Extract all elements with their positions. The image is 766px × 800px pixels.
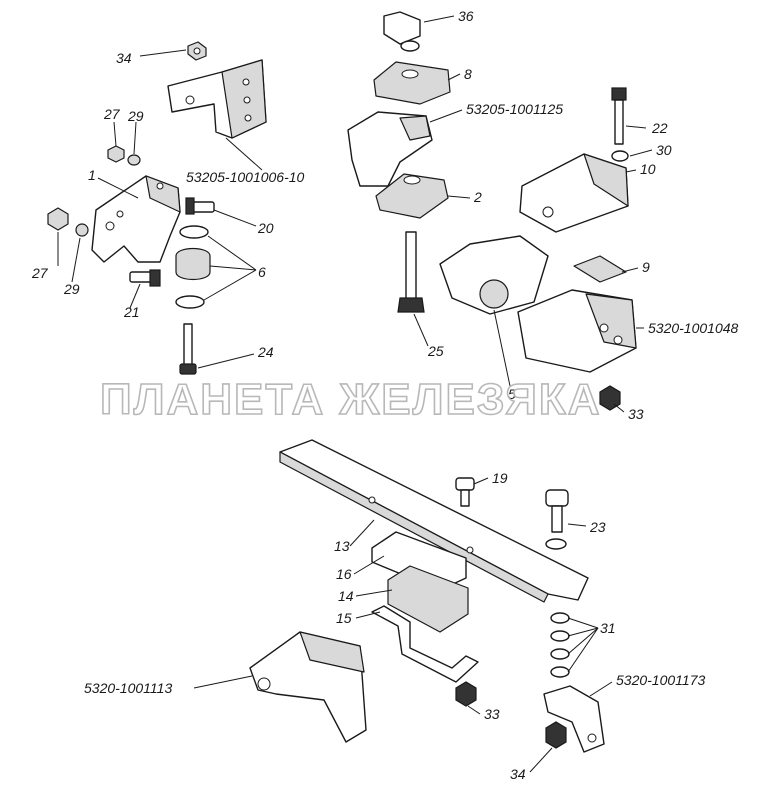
cover-8 xyxy=(373,61,451,105)
label-27-left: 27 xyxy=(31,265,49,281)
label-5320-1001048: 5320-1001048 xyxy=(648,320,739,336)
nut-33-top xyxy=(599,385,621,411)
label-29-top: 29 xyxy=(127,108,144,124)
bolt-20 xyxy=(185,197,215,215)
pad-14 xyxy=(387,565,469,633)
label-20: 20 xyxy=(257,220,274,236)
bracket-53205-1001125 xyxy=(347,111,433,187)
nut-34-bottom xyxy=(545,721,567,749)
label-27-top: 27 xyxy=(103,106,121,122)
label-6: 6 xyxy=(258,264,266,280)
label-8: 8 xyxy=(464,66,472,82)
label-15: 15 xyxy=(336,610,352,626)
cushion-6 xyxy=(175,225,211,309)
label-24: 24 xyxy=(257,344,274,360)
label-34-bottom: 34 xyxy=(510,766,526,782)
label-53205-1001006-10: 53205-1001006-10 xyxy=(186,169,305,185)
bolt-23 xyxy=(545,489,569,550)
bracket-1 xyxy=(91,175,181,263)
washer-30 xyxy=(611,150,629,162)
nut-27-top xyxy=(107,145,125,163)
label-5320-1001173: 5320-1001173 xyxy=(616,672,705,688)
label-23: 23 xyxy=(589,519,606,535)
watermark: ПЛАНЕТА ЖЕЛЕЗЯКА xyxy=(100,375,602,424)
shim-9 xyxy=(573,255,627,283)
label-53205-1001125: 53205-1001125 xyxy=(466,101,563,117)
bolt-21 xyxy=(129,269,161,287)
label-21: 21 xyxy=(123,304,140,320)
bracket-5320-1001173 xyxy=(543,685,605,753)
bolt-22 xyxy=(611,87,627,145)
callout-labels: 34 36 8 53205-1001125 22 30 10 27 29 1 5… xyxy=(31,8,739,782)
label-25: 25 xyxy=(427,343,444,359)
label-19: 19 xyxy=(492,470,508,486)
label-14: 14 xyxy=(338,588,354,604)
label-33-top: 33 xyxy=(628,406,644,422)
label-9: 9 xyxy=(642,259,650,275)
bracket-15 xyxy=(371,605,479,683)
label-33-bottom: 33 xyxy=(484,706,500,722)
label-16: 16 xyxy=(336,566,352,582)
washer-29-left xyxy=(75,223,89,237)
label-10: 10 xyxy=(640,161,656,177)
washers-31 xyxy=(550,612,570,678)
clip-36 xyxy=(383,11,421,52)
bracket-5320-1001048 xyxy=(517,289,637,373)
label-5: 5 xyxy=(508,386,516,402)
label-36: 36 xyxy=(458,8,474,24)
bolt-19 xyxy=(455,477,475,507)
leader-lines xyxy=(57,15,653,773)
label-1: 1 xyxy=(88,167,96,183)
washer-29-top xyxy=(127,154,141,166)
label-29-left: 29 xyxy=(63,281,80,297)
bracket-5320-1001113 xyxy=(249,631,367,743)
bracket-5 xyxy=(439,235,549,315)
label-13: 13 xyxy=(334,538,350,554)
bracket-53205-1001006-10 xyxy=(167,59,267,139)
label-34-top: 34 xyxy=(116,50,132,66)
label-22: 22 xyxy=(651,120,668,136)
label-30: 30 xyxy=(656,142,672,158)
label-5320-1001113: 5320-1001113 xyxy=(84,680,172,696)
crossmember-13 xyxy=(279,439,589,603)
label-31: 31 xyxy=(600,620,616,636)
bolt-25 xyxy=(397,231,425,313)
label-2: 2 xyxy=(473,189,482,205)
pad-2 xyxy=(375,173,449,219)
nut-33-bottom xyxy=(455,681,477,707)
plate-16 xyxy=(371,531,467,591)
nut-34-top xyxy=(187,41,207,61)
cap-10 xyxy=(519,153,629,233)
nut-27-left xyxy=(47,207,69,231)
bolt-24 xyxy=(179,323,197,375)
